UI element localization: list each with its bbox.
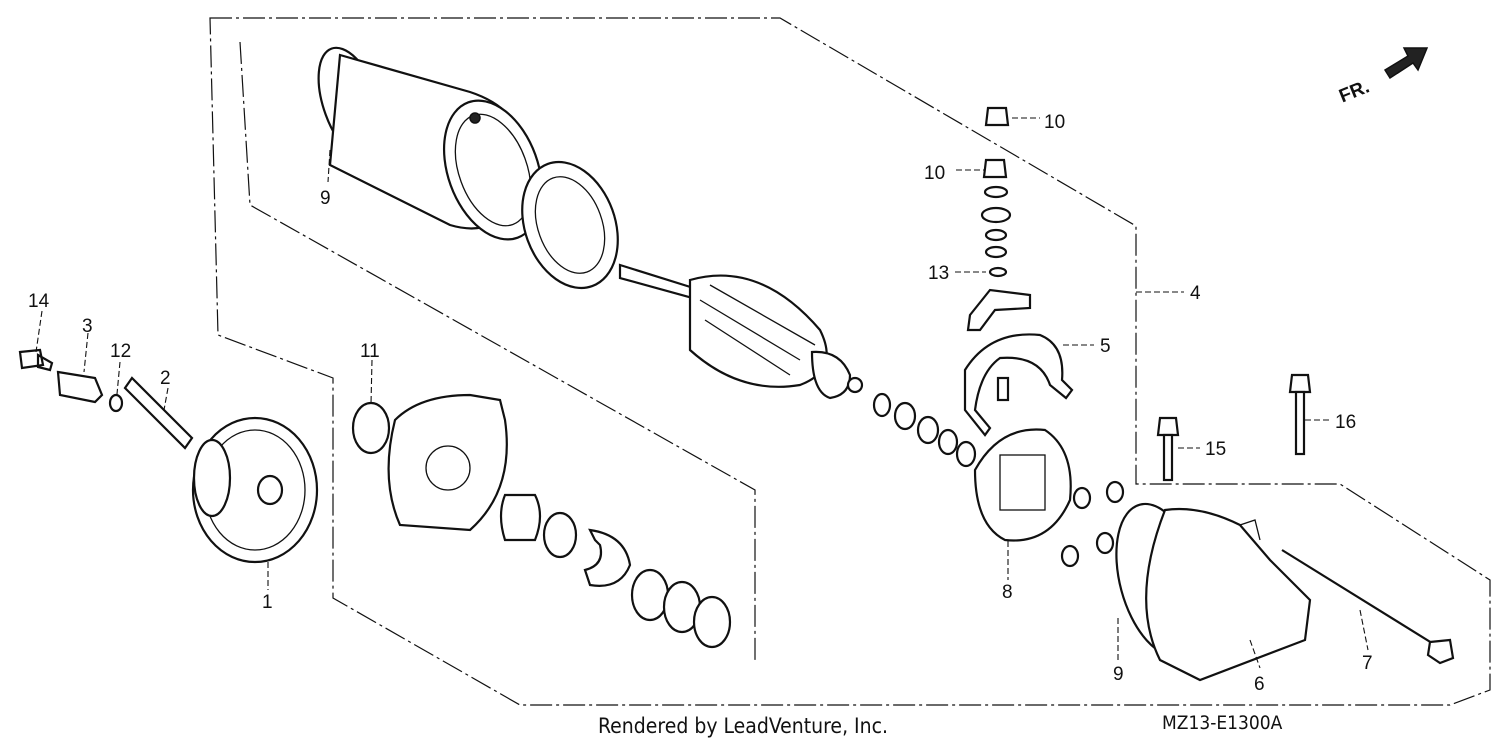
shaft-bracket [56,370,104,404]
callout-16: 16 [1335,412,1356,433]
diagram-code: MZ13-E1300A [1162,712,1283,734]
gear-shaft [123,376,194,450]
washer-12 [108,393,124,413]
callout-labels: 1 2 3 4 5 6 7 8 9 9 10 10 11 12 13 14 15… [28,112,1373,695]
bolt-16 [1288,373,1312,456]
callout-2: 2 [160,368,171,389]
assembly-boundary [209,17,1491,706]
callout-11: 11 [360,341,380,362]
motor-case [317,46,544,241]
inner-group-boundary [239,41,756,662]
starter-gear [191,416,319,564]
callout-9b: 9 [1113,664,1124,685]
callout-9a: 9 [320,188,331,209]
callout-5: 5 [1100,336,1111,357]
leader-lines [35,117,1369,669]
front-direction-arrow: FR. [1336,47,1429,107]
bolt-15 [1156,416,1180,482]
bearings-seals [499,493,732,649]
fr-label: FR. [1336,76,1372,107]
callout-6: 6 [1254,674,1265,695]
front-cover [387,393,508,532]
callout-15: 15 [1205,439,1226,460]
brush-springs [1060,480,1125,568]
callout-13: 13 [928,263,949,284]
armature-washers [872,392,977,468]
callout-4: 4 [1190,283,1201,304]
o-ring [351,401,391,455]
callout-10a: 10 [1044,112,1065,133]
callout-10b: 10 [924,163,945,184]
brush-harness [963,333,1074,437]
callout-1: 1 [262,592,273,613]
rear-cover [1115,502,1312,682]
callout-12: 12 [110,341,131,362]
terminal-insulator [966,288,1032,332]
rendered-by-credit: Rendered by LeadVenture, Inc. [598,714,888,738]
brush-ring [521,160,619,290]
terminal-hardware-stack [980,106,1012,278]
callout-8: 8 [1002,582,1013,603]
through-bolt [1281,549,1455,665]
callout-3: 3 [82,316,93,337]
bolt-14 [18,348,54,372]
callout-7: 7 [1362,653,1373,674]
armature [618,263,864,400]
callout-14: 14 [28,291,50,312]
brush-holder-plate [973,428,1072,542]
